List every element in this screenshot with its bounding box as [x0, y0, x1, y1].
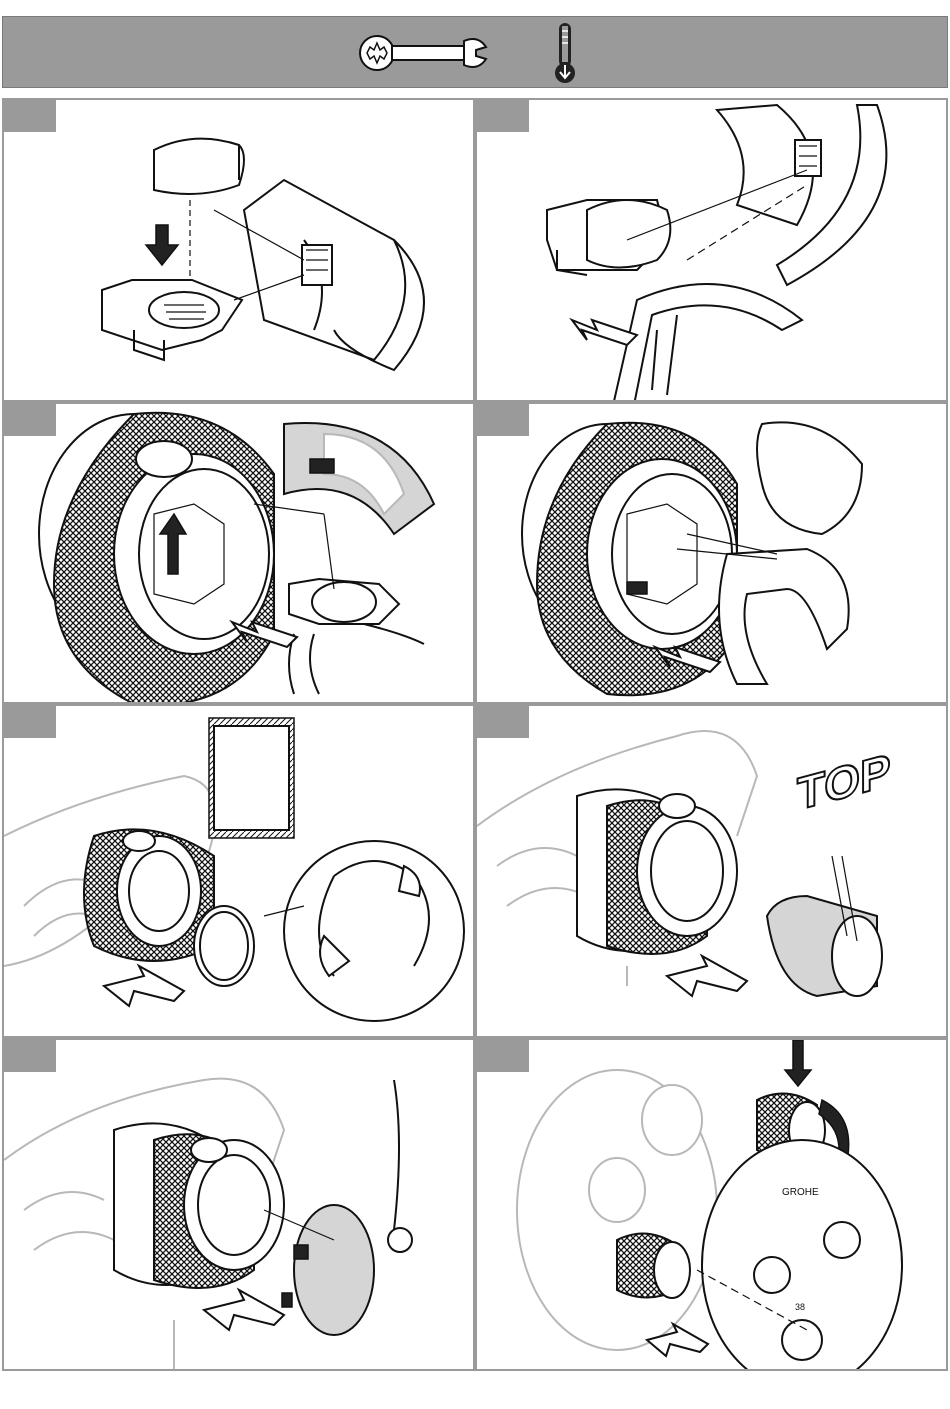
knurled-handle — [577, 789, 737, 954]
right-arrow-icon — [204, 1290, 284, 1330]
base-part — [102, 280, 242, 360]
step-panel-7 — [2, 1038, 475, 1371]
thermometer-down-icon — [555, 23, 575, 83]
step-4-illustration — [477, 404, 948, 704]
valve-body-ghost — [517, 1070, 717, 1350]
curved-clip-part — [612, 284, 802, 402]
cap-part — [154, 139, 244, 194]
step-2-illustration — [477, 100, 948, 402]
step-8-illustration: GROHE 38 — [477, 1040, 948, 1371]
section-detail — [209, 718, 294, 838]
knurled-handle — [522, 423, 737, 696]
step-panel-5 — [2, 704, 475, 1038]
step-5-illustration — [4, 706, 475, 1038]
header-bar — [2, 16, 948, 88]
edge-detail — [388, 1080, 412, 1252]
step-panel-4 — [475, 402, 948, 704]
clip-assembly — [547, 200, 670, 275]
step-panel-6: TOP — [475, 704, 948, 1038]
step-7-illustration — [4, 1040, 475, 1371]
top-marking-label: TOP — [797, 744, 891, 820]
knurled-handle — [114, 1123, 284, 1288]
temperature-marking-label: 38 — [795, 1302, 805, 1312]
step-panel-8: GROHE 38 — [475, 1038, 948, 1371]
cover-plate-part: GROHE 38 — [702, 1140, 902, 1371]
right-arrow-icon — [667, 956, 747, 996]
cartridge-part — [767, 896, 882, 996]
wrench-icon — [360, 36, 486, 70]
step-6-illustration: TOP — [477, 706, 948, 1038]
small-knob-bottom — [617, 1234, 690, 1298]
step-3-illustration — [4, 404, 475, 704]
clip-assembly — [289, 579, 424, 694]
down-arrow-icon — [146, 225, 178, 265]
step-1-illustration — [4, 100, 475, 402]
snap-ring-part — [194, 906, 254, 986]
cover-disc-part — [282, 1205, 374, 1335]
detail-inset — [284, 423, 434, 534]
right-arrow-icon — [572, 320, 637, 345]
brand-logo-text: GROHE — [782, 1187, 819, 1198]
down-arrow-icon — [785, 1040, 811, 1086]
right-arrow-icon — [104, 966, 184, 1006]
step-panel-3 — [2, 402, 475, 704]
ring-detail-circle — [284, 841, 464, 1021]
retaining-ring-part — [719, 422, 862, 684]
bracket-part — [244, 180, 424, 370]
step-panel-1 — [2, 98, 475, 402]
knurled-handle — [39, 413, 274, 704]
step-panel-2 — [475, 98, 948, 402]
